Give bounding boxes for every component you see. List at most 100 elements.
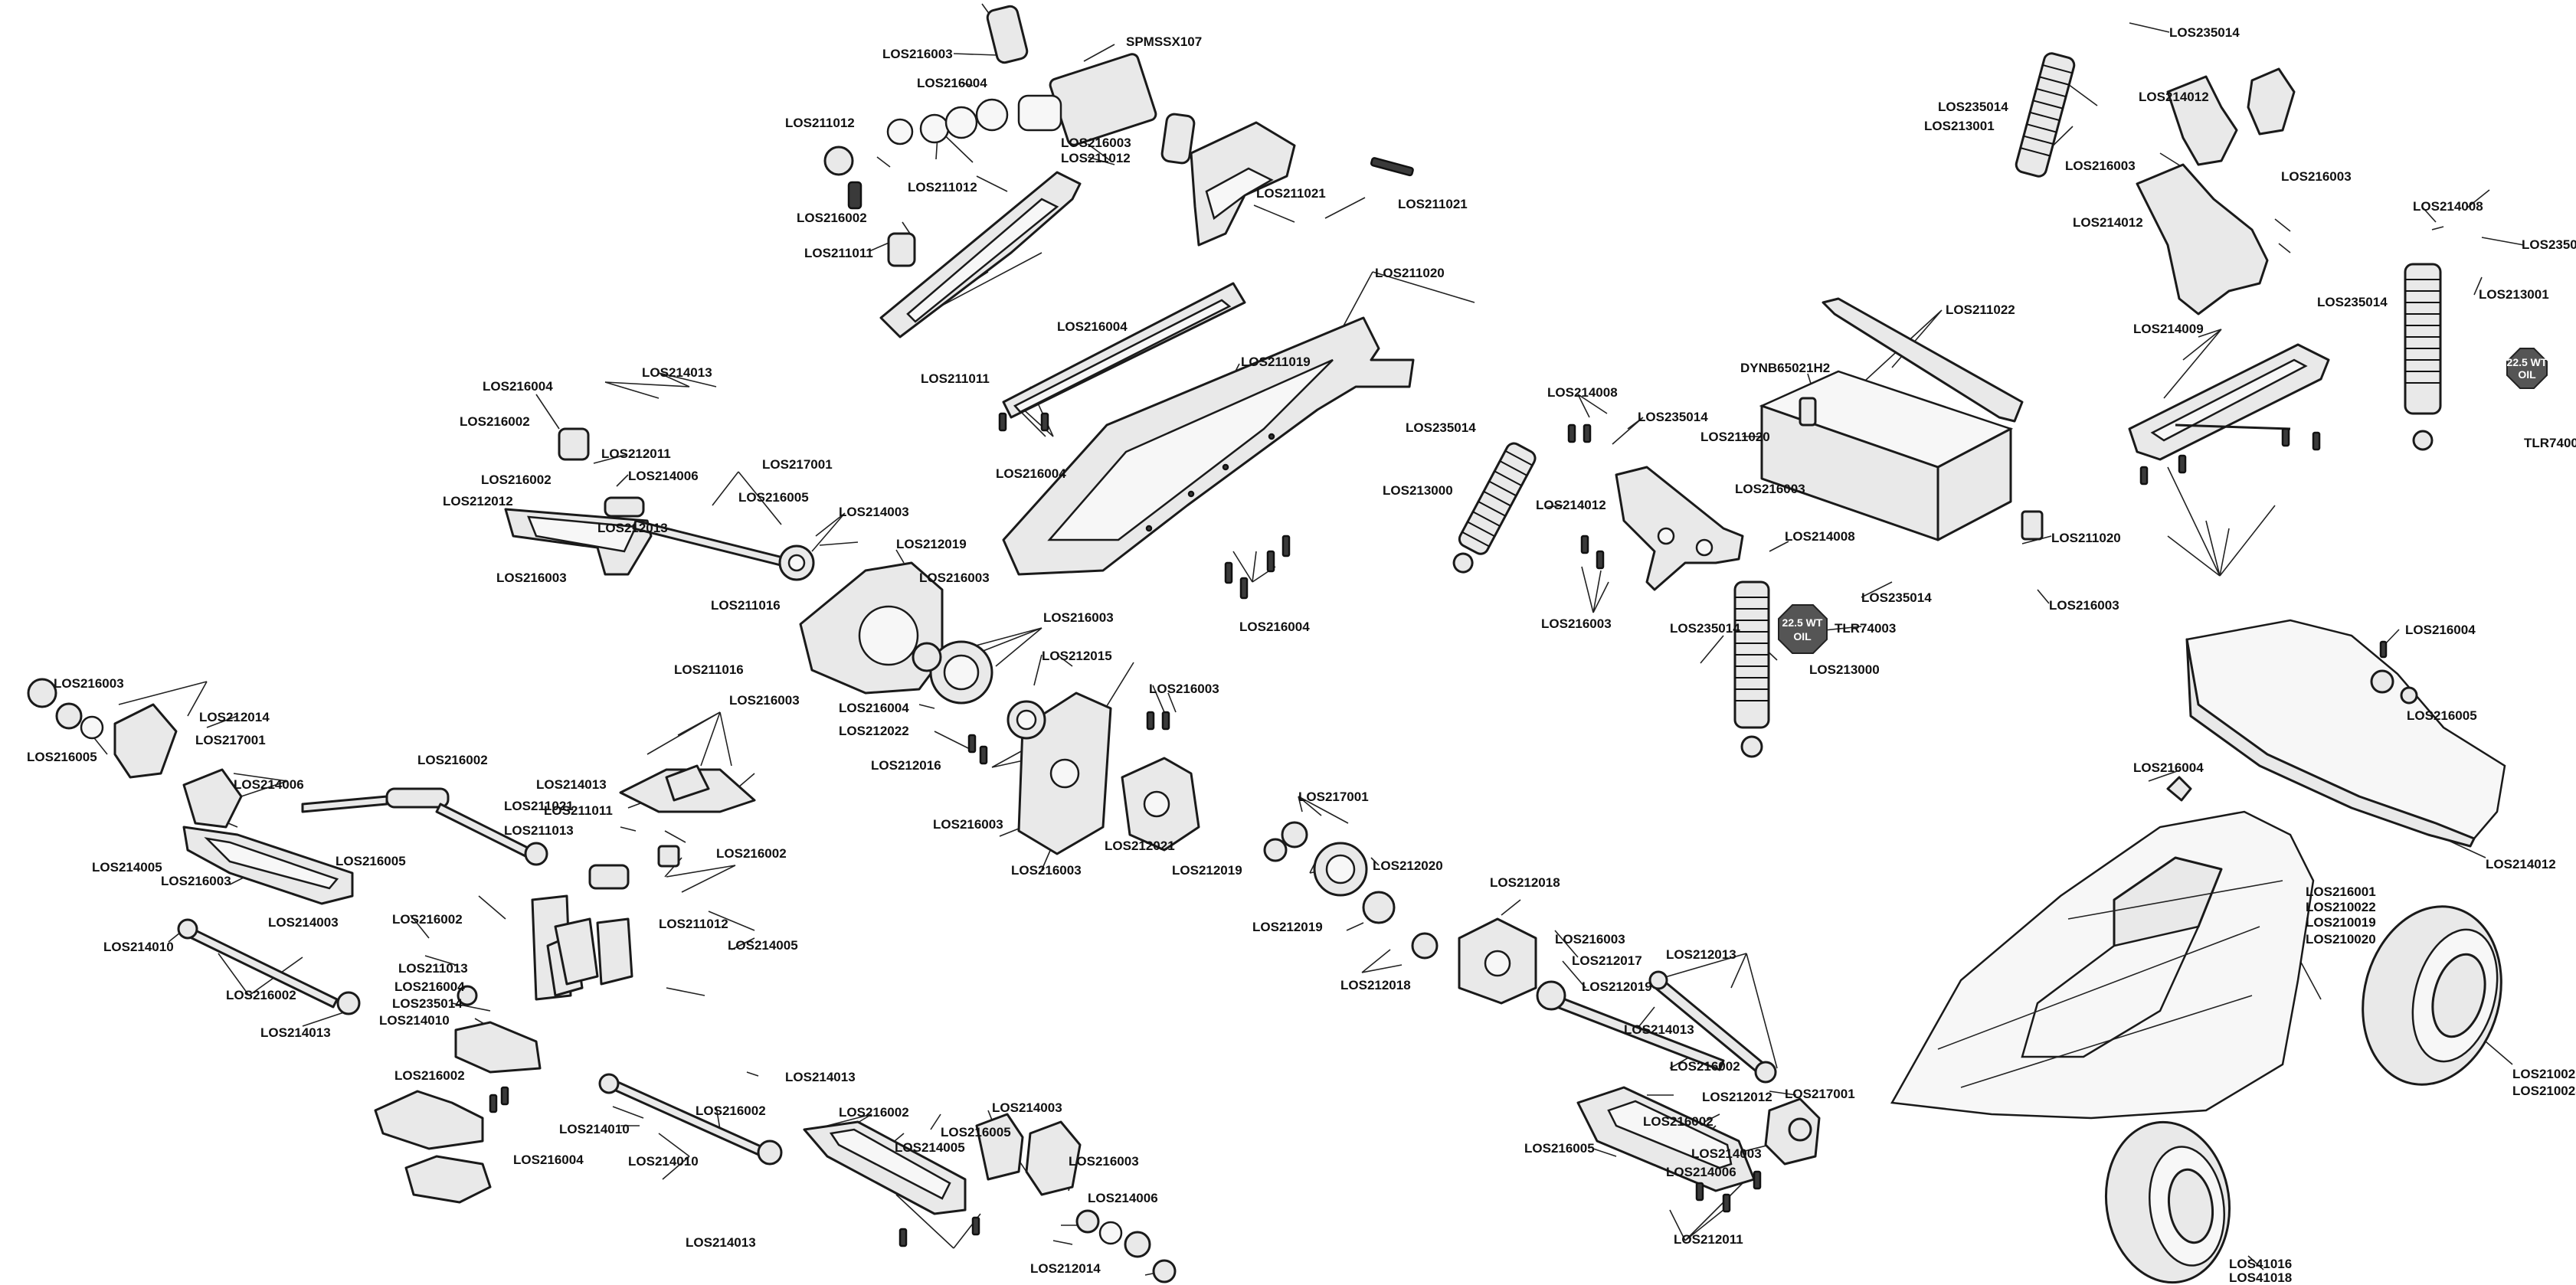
part-label: LOS212022: [839, 724, 909, 738]
shock-far-right: [2404, 263, 2442, 451]
part-label: LOS214012: [2486, 857, 2556, 871]
part-label: LOS216005: [2407, 708, 2477, 723]
part-label: LOS217001: [1298, 790, 1369, 804]
part-label: LOS212019: [896, 537, 967, 551]
part-label: LOS216003: [1069, 1154, 1139, 1169]
part-label: LOS216003: [1061, 136, 1131, 150]
turnbuckle-rear: [1648, 970, 1777, 1084]
servo-assembly: [823, 5, 1196, 267]
part-label: LOS214013: [260, 1025, 331, 1040]
oil-badge-right-line1: 22.5 WT: [2507, 356, 2548, 368]
part-label: LOS216002: [460, 414, 530, 429]
part-label: TLR74003: [2524, 436, 2576, 450]
part-label: LOS216003: [1555, 932, 1625, 947]
part-labels: LOS216003 SPMSSX107 LOS216004 LOS211012 …: [27, 25, 2576, 1285]
part-label: LOS235014: [392, 996, 463, 1011]
part-label: LOS216005: [1524, 1141, 1595, 1156]
part-label: LOS216003: [161, 874, 231, 888]
part-label: LOS217001: [1785, 1087, 1855, 1101]
part-label: LOS216001: [2306, 884, 2376, 899]
chassis-side-rail: [1002, 282, 1246, 419]
part-label: LOS214006: [1088, 1191, 1158, 1205]
part-label: LOS216002: [839, 1105, 909, 1120]
gearbox-case: [799, 561, 1112, 855]
turnbuckle-center: [598, 1073, 783, 1166]
oil-badge-right-line2: OIL: [2518, 368, 2536, 381]
steering-rack: [588, 764, 756, 890]
rear-hub-carrier: [1458, 917, 1537, 1005]
part-label: LOS235014: [1406, 420, 1476, 435]
part-label: LOS216003: [54, 676, 124, 691]
steering-parts: [558, 427, 815, 581]
part-label: LOS212018: [1490, 875, 1560, 890]
part-label: LOS213000: [1809, 662, 1880, 677]
part-label: LOS216002: [226, 988, 296, 1002]
front-shock-tower: [2136, 67, 2296, 316]
part-label: LOS211012: [1061, 151, 1131, 165]
oil-badge-center-line2: OIL: [1793, 630, 1812, 642]
part-label: LOS214006: [628, 469, 699, 483]
part-label: LOS214008: [1547, 385, 1618, 400]
part-label: LOS211011: [921, 371, 990, 386]
chassis-brace-left: [879, 171, 1082, 338]
part-label: LOS211021: [1398, 197, 1468, 211]
part-label: LOS211012: [659, 917, 728, 931]
part-label: LOS212018: [1340, 978, 1411, 992]
part-label: LOS213001: [2479, 287, 2549, 302]
part-label: LOS211013: [504, 823, 574, 838]
front-bumper: [374, 1090, 492, 1204]
part-label: LOS212019: [1252, 920, 1323, 934]
part-label: LOS216004: [996, 466, 1066, 481]
part-label: LOS2350: [2522, 237, 2576, 252]
part-label: LOS210019: [2306, 915, 2376, 930]
rear-shock-tower: [1615, 466, 1744, 591]
rear-diff-gears: [1263, 821, 1439, 960]
part-label: DYNB65021H2: [1740, 361, 1830, 375]
part-label: LOS214006: [1666, 1165, 1736, 1179]
part-label: LOS216004: [513, 1153, 584, 1167]
part-label: LOS216002: [1643, 1114, 1714, 1129]
part-label: LOS212021: [1105, 839, 1175, 853]
part-label: LOS214012: [2073, 215, 2143, 230]
oil-badge-center-line1: 22.5 WT: [1782, 616, 1823, 629]
part-label: LOS216004: [483, 379, 553, 394]
front-left-hubs: [27, 678, 243, 829]
part-label: LOS216003: [496, 571, 567, 585]
part-label: LOS216005: [738, 490, 809, 505]
part-label: LOS214003: [268, 915, 339, 930]
part-label: LOS216004: [2405, 623, 2476, 637]
part-label: LOS211019: [1241, 355, 1311, 369]
part-label: LOS214010: [379, 1013, 450, 1028]
part-label: LOS214013: [536, 777, 607, 792]
part-label: LOS213001: [1924, 119, 1995, 133]
part-label: LOS216003: [2281, 169, 2352, 184]
part-label: LOS214005: [728, 938, 798, 953]
part-label: LOS212015: [1042, 649, 1112, 663]
part-label: LOS216002: [481, 472, 552, 487]
part-label: LOS216003: [1735, 482, 1805, 496]
gearbox-rear: [1121, 757, 1200, 852]
rear-hubs-bottom: [975, 1113, 1177, 1283]
part-label: LOS235014: [2169, 25, 2240, 40]
body-shell: [1890, 776, 2315, 1120]
tire-rear-right: [2104, 1120, 2231, 1284]
part-label: LOS216002: [797, 211, 867, 225]
part-label: LOS212011: [601, 446, 671, 461]
part-label: LOS216003: [1149, 682, 1219, 696]
part-label: LOS216002: [392, 912, 463, 927]
turnbuckles-left: [177, 787, 548, 1015]
part-label: LOS211020: [1375, 266, 1445, 280]
front-bulkhead: [1190, 121, 1414, 247]
part-label: LOS212017: [1572, 953, 1642, 968]
oil-badge-center: 22.5 WT OIL: [1778, 604, 1828, 654]
part-label: LOS211012: [785, 116, 855, 130]
part-label: LOS235014: [1861, 590, 1932, 605]
bell-cranks: [531, 894, 633, 1001]
part-label: LOS214013: [686, 1235, 756, 1250]
part-label: LOS211011: [544, 803, 613, 818]
part-label: LOS216004: [2133, 760, 2204, 775]
part-label: LOS214008: [2413, 199, 2483, 214]
part-label: LOS216004: [394, 979, 465, 994]
part-label: LOS212013: [1666, 947, 1736, 962]
